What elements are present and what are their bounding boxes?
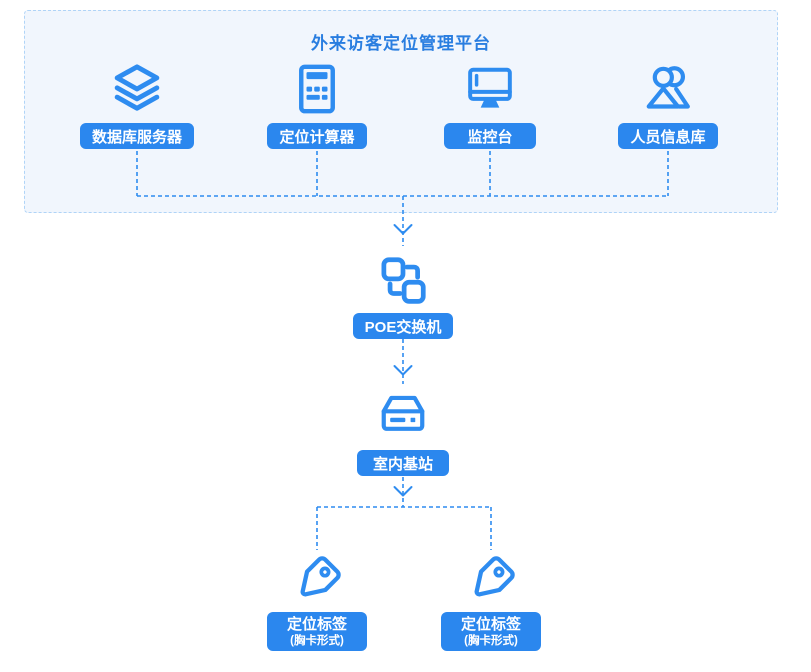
monitor-icon	[462, 61, 518, 117]
tag-sublabel: (胸卡形式)	[464, 635, 518, 647]
label-personnel-info: 人员信息库	[618, 123, 718, 149]
label-positioning-calculator: 定位计算器	[267, 123, 367, 149]
node-personnel-info: 人员信息库	[598, 61, 738, 149]
panel-title: 外来访客定位管理平台	[311, 34, 491, 53]
node-positioning-calculator: 定位计算器	[247, 61, 387, 149]
node-database-server: 数据库服务器	[67, 61, 207, 149]
arrow-down-icon	[393, 486, 413, 497]
label-indoor-base-station: 室内基站	[357, 450, 449, 476]
network-switch-icon	[376, 253, 430, 307]
node-tag-left: 定位标签 (胸卡形式)	[247, 553, 387, 651]
people-icon	[640, 61, 696, 117]
tag-icon	[290, 553, 344, 607]
tag-label: 定位标签	[460, 616, 521, 633]
node-indoor-base-station: 室内基站	[333, 388, 473, 476]
label-tag-left: 定位标签 (胸卡形式)	[267, 612, 367, 651]
base-station-icon	[375, 388, 431, 444]
arrow-down-icon	[393, 365, 413, 376]
label-poe-switch: POE交换机	[352, 313, 454, 339]
node-poe-switch: POE交换机	[333, 253, 473, 339]
calculator-icon	[289, 61, 345, 117]
node-tag-right: 定位标签 (胸卡形式)	[421, 553, 561, 651]
label-monitoring-console: 监控台	[444, 123, 536, 149]
arrow-down-icon	[393, 224, 413, 235]
node-monitoring-console: 监控台	[420, 61, 560, 149]
label-database-server: 数据库服务器	[79, 123, 194, 149]
tag-icon	[464, 553, 518, 607]
tag-label: 定位标签	[286, 616, 347, 633]
tag-sublabel: (胸卡形式)	[290, 635, 344, 647]
label-tag-right: 定位标签 (胸卡形式)	[441, 612, 541, 651]
database-server-icon	[109, 61, 165, 117]
platform-panel: 外来访客定位管理平台	[24, 10, 778, 213]
